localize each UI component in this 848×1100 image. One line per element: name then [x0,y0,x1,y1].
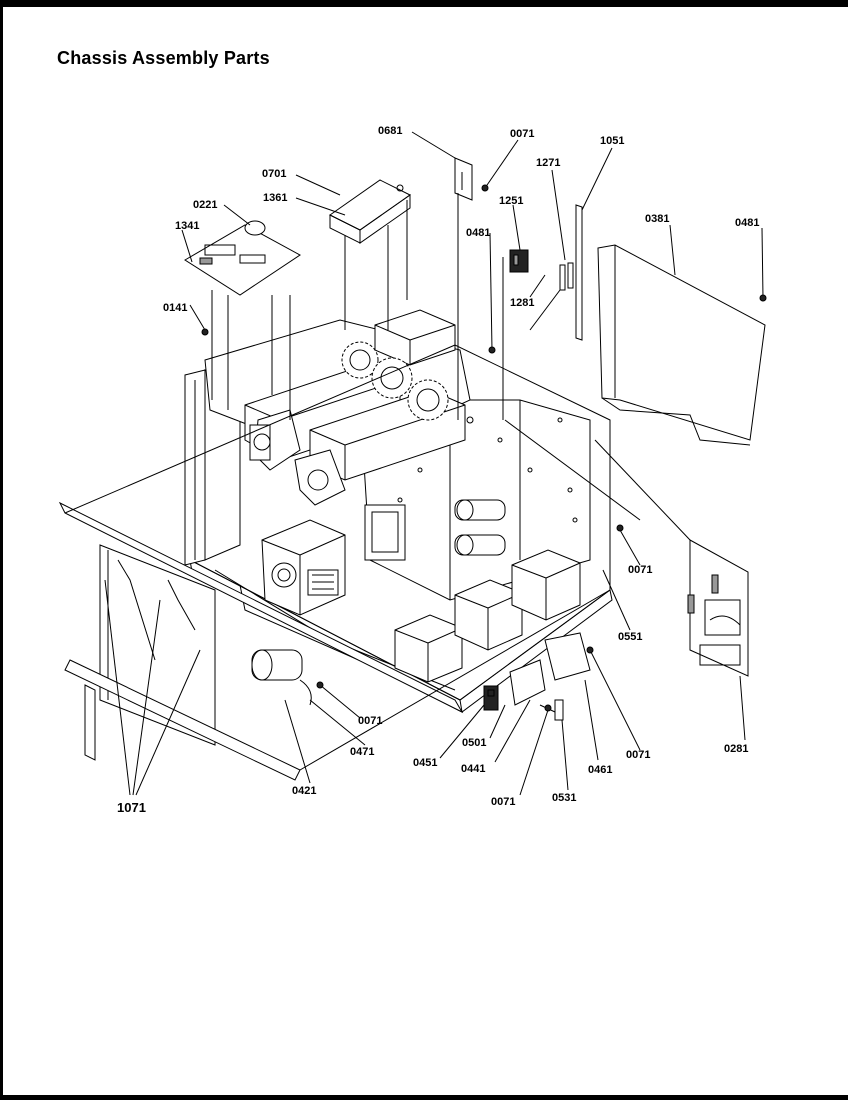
label-0071: 0071 [626,749,650,761]
pins-1271 [559,262,574,291]
part-labels: 0681 0071 1271 1051 0701 1361 1251 0221 … [117,125,759,815]
label-1271: 1271 [536,157,560,169]
base-transformers [394,549,581,683]
label-0281: 0281 [724,743,748,755]
label-0141: 0141 [163,302,187,314]
capacitor-0421 [251,649,312,706]
panel-0381 [597,244,766,446]
label-1071: 1071 [117,800,146,815]
label-0701: 0701 [262,168,286,180]
label-0551: 0551 [618,631,642,643]
rod-1051 [575,204,583,341]
callout-leaders [104,131,764,796]
label-0221: 0221 [193,199,217,211]
construction-lines [64,193,691,771]
label-0471: 0471 [350,746,374,758]
label-0481: 0481 [735,217,759,229]
top-bracket-0701 [329,179,411,244]
label-1051: 1051 [600,135,624,147]
panels-1071 [58,501,464,781]
left-border [0,0,3,1100]
label-0421: 0421 [292,785,316,797]
page-title: Chassis Assembly Parts [57,48,270,68]
label-1341: 1341 [175,220,199,232]
label-0681: 0681 [378,125,402,137]
screws [201,184,767,712]
label-0071: 0071 [628,564,652,576]
bracket-0681 [454,157,473,201]
label-0071: 0071 [358,715,382,727]
top-border [0,0,848,7]
label-0071: 0071 [491,796,515,808]
switch-1251 [509,249,529,273]
label-0071: 0071 [510,128,534,140]
label-0441: 0441 [461,763,485,775]
label-0451: 0451 [413,757,437,769]
pcb-0281 [687,539,749,677]
center-capacitors [454,499,506,556]
label-0501: 0501 [462,737,486,749]
label-0531: 0531 [552,792,576,804]
label-1251: 1251 [499,195,523,207]
control-board-1341 [184,220,301,296]
magnetron-assembly [261,519,346,616]
label-1361: 1361 [263,192,287,204]
small-parts-lower [483,632,591,721]
label-0481: 0481 [466,227,490,239]
label-1281: 1281 [510,297,534,309]
label-0381: 0381 [645,213,669,225]
label-0461: 0461 [588,764,612,776]
left-motor-assembly [249,409,346,506]
bottom-border [0,1095,848,1100]
